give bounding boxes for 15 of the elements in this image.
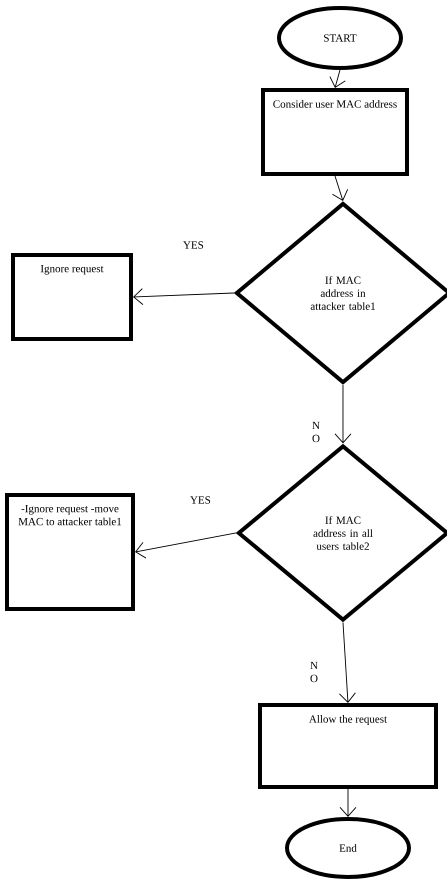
arrow	[133, 288, 234, 306]
process-box: -Ignore request -move MAC to attacker table1	[5, 493, 135, 611]
arrow	[338, 622, 356, 703]
edge-label: YES	[182, 240, 204, 250]
edge-label: YES	[189, 495, 210, 505]
arrow	[329, 70, 346, 88]
process-box: Allow the request	[258, 703, 438, 789]
edge-label: N O	[308, 660, 320, 684]
arrow	[334, 384, 352, 444]
arrow	[135, 532, 236, 559]
process-box: Ignore request	[11, 253, 133, 341]
arrow	[332, 176, 348, 201]
edge-label: N O	[310, 420, 322, 444]
arrow	[340, 788, 356, 817]
process-box: Consider user MAC address	[261, 88, 409, 176]
